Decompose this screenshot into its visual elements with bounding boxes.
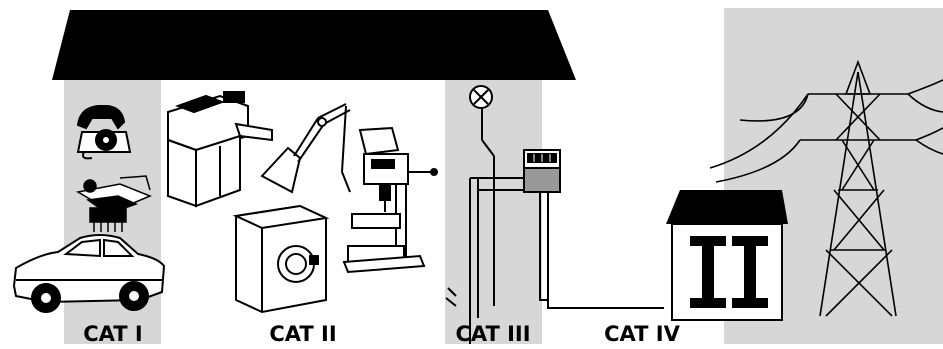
- cat4-label: CAT IV: [604, 322, 680, 344]
- desk-lamp-icon: [262, 104, 350, 192]
- distribution-panel-icon: [524, 150, 560, 192]
- copier-icon: [168, 92, 272, 206]
- cat3-label: CAT III: [455, 322, 530, 344]
- telephone-icon: [78, 106, 130, 158]
- cat1-label: CAT I: [83, 322, 142, 344]
- light-bulb-icon: [470, 86, 492, 108]
- washing-machine-icon: [236, 206, 326, 312]
- house-roof: [52, 10, 576, 80]
- drill-press-icon: [344, 128, 437, 272]
- cat2-label: CAT II: [269, 322, 336, 344]
- transformer-house-icon: [666, 190, 788, 320]
